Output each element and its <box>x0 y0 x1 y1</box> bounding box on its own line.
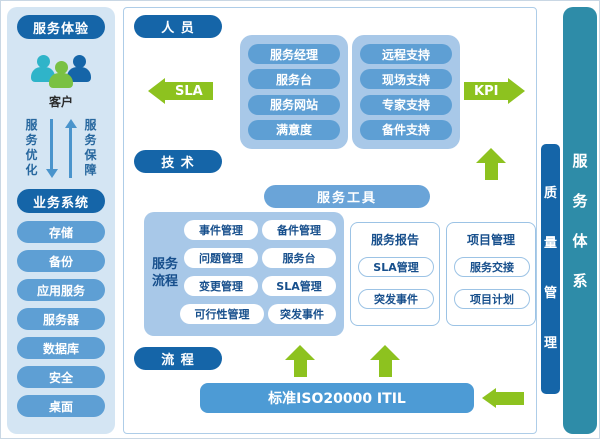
sidebar-item-database: 数据库 <box>17 337 105 359</box>
sidebar-item-backup: 备份 <box>17 250 105 272</box>
process-item-change: 变更管理 <box>184 276 258 296</box>
group2-item: 现场支持 <box>360 69 452 90</box>
personnel-group-2: 远程支持 现场支持 专家支持 备件支持 <box>352 35 460 149</box>
sidebar-item-desktop: 桌面 <box>17 395 105 417</box>
person-green-icon <box>49 61 73 88</box>
customer-label: 客户 <box>48 95 73 109</box>
process-item-servicedesk: 服务台 <box>262 248 336 268</box>
business-system-title: 业务系统 <box>17 189 105 213</box>
process-item-incident: 事件管理 <box>184 220 258 240</box>
service-experience-title: 服务体验 <box>17 15 105 39</box>
sidebar-item-appsvc: 应用服务 <box>17 279 105 301</box>
group1-item: 服务经理 <box>248 44 340 65</box>
sla-label: SLA <box>165 82 213 100</box>
kpi-arrow-right: KPI <box>464 78 526 104</box>
arrow-up-green-icon <box>476 148 506 180</box>
report-item-sla: SLA管理 <box>358 257 434 277</box>
group1-item: 服务网站 <box>248 94 340 115</box>
process-item-emergency: 突发事件 <box>268 304 336 324</box>
arrow-right-icon <box>508 78 526 104</box>
process-item-availability: 可行性管理 <box>180 304 264 324</box>
service-flow-arrows: 服务优化 服务保障 <box>7 111 115 185</box>
standard-iso-bar: 标准ISO20000 ITIL <box>200 383 474 413</box>
group2-item: 专家支持 <box>360 94 452 115</box>
service-guarantee-label: 服务保障 <box>84 118 97 177</box>
sla-arrow-left: SLA <box>148 78 213 104</box>
process-item-problem: 问题管理 <box>184 248 258 268</box>
project-item-plan: 项目计划 <box>454 289 530 309</box>
project-item-handover: 服务交接 <box>454 257 530 277</box>
group2-item: 备件支持 <box>360 119 452 140</box>
arrow-left-green-icon <box>482 388 524 408</box>
service-system-label: 服务体系 <box>572 151 588 290</box>
sidebar-item-storage: 存储 <box>17 221 105 243</box>
personnel-section-title: 人 员 <box>134 15 222 38</box>
quality-management-label: 质量管理 <box>543 186 557 351</box>
service-system-bar: 服务体系 <box>563 7 597 434</box>
arrow-up-green-icon <box>285 345 315 377</box>
main-panel: 人 员 SLA 服务经理 服务台 服务网站 满意度 远程支持 现场支持 专家支持… <box>123 7 537 434</box>
quality-management-bar: 质量管理 <box>541 144 560 394</box>
service-process-box: 服务流程 事件管理 备件管理 问题管理 服务台 变更管理 SLA管理 可行性管理… <box>144 212 344 336</box>
process-section-title: 流 程 <box>134 347 222 370</box>
service-optimize-label: 服务优化 <box>25 118 38 177</box>
technology-section-title: 技 术 <box>134 150 222 173</box>
service-tools-title: 服务工具 <box>264 185 430 208</box>
group2-item: 远程支持 <box>360 44 452 65</box>
report-item-emergency: 突发事件 <box>358 289 434 309</box>
sidebar-item-server: 服务器 <box>17 308 105 330</box>
service-report-title: 服务报告 <box>370 233 419 247</box>
process-item-sla: SLA管理 <box>262 276 336 296</box>
kpi-label: KPI <box>464 82 509 100</box>
group1-item: 满意度 <box>248 119 340 140</box>
group1-item: 服务台 <box>248 69 340 90</box>
service-process-label: 服务流程 <box>151 257 178 289</box>
project-management-title: 项目管理 <box>466 233 515 247</box>
sidebar-item-security: 安全 <box>17 366 105 388</box>
person-blue-icon <box>67 55 91 82</box>
sidebar-service-experience: 服务体验 客户 服务优化 服务保障 业务系统 存储 备份 <box>7 7 115 434</box>
arrow-up-green-icon <box>370 345 400 377</box>
process-item-spareparts: 备件管理 <box>262 220 336 240</box>
arrow-down-icon <box>45 118 58 178</box>
arrow-left-icon <box>148 78 165 104</box>
personnel-group-1: 服务经理 服务台 服务网站 满意度 <box>240 35 348 149</box>
service-report-box: 服务报告 SLA管理 突发事件 <box>350 222 440 326</box>
arrow-up-icon <box>64 118 77 178</box>
project-management-box: 项目管理 服务交接 项目计划 <box>446 222 536 326</box>
